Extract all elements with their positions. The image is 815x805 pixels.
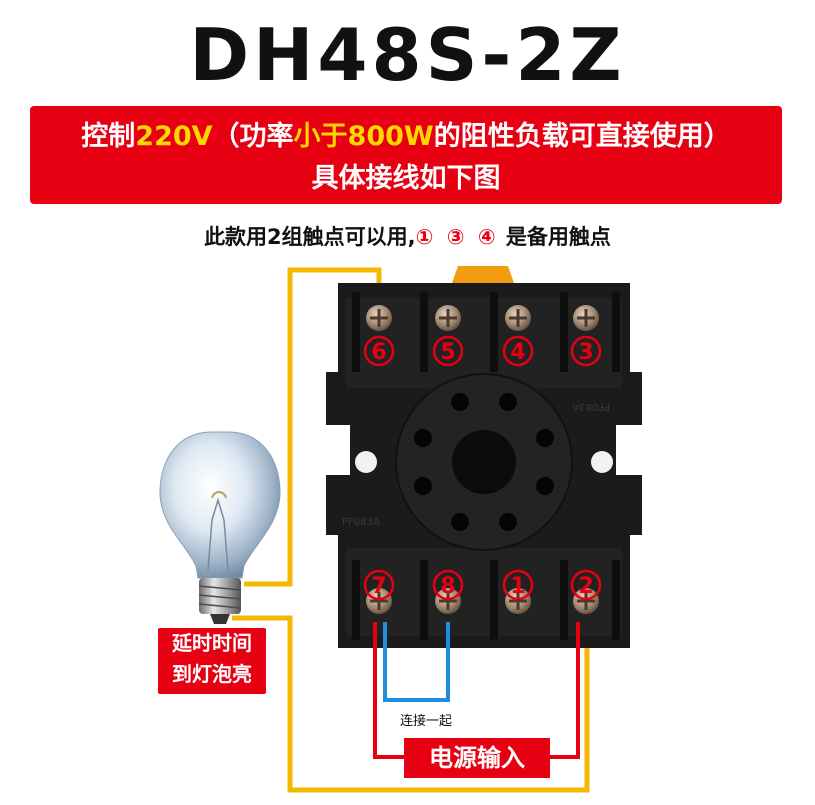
terminal-label-2: 2 [578, 574, 593, 599]
banner-text-control: 控制 [81, 121, 136, 152]
contact-note: 此款用2组触点可以用,① ③ ④ 是备用触点 [0, 222, 815, 252]
bottom-terminal-screws [366, 588, 599, 614]
red-power-wire [373, 622, 580, 759]
contact-note-text: 此款用2组触点可以用, [204, 225, 416, 249]
bridge-label: 连接一起 [399, 714, 452, 729]
screw-terminal-icon [573, 305, 599, 331]
screw-terminal-icon [573, 588, 599, 614]
lamp-delay-label: 延时时间 到灯泡亮 [158, 628, 266, 694]
screw-terminal-icon [366, 588, 392, 614]
terminal-label-4: 4 [510, 340, 525, 365]
screw-terminal-icon [435, 305, 461, 331]
terminal-label-1: 1 [510, 574, 525, 599]
banner-line-2: 具体接线如下图 [311, 163, 501, 194]
svg-text:PF083A: PF083A [572, 401, 610, 412]
screw-terminal-icon [505, 588, 531, 614]
screw-terminal-icon [366, 305, 392, 331]
terminal-label-6: 6 [371, 340, 386, 365]
blue-bridge-wire [383, 622, 450, 702]
terminal-label-7: 7 [371, 574, 386, 599]
screw-terminal-icon [505, 305, 531, 331]
terminal-label-8: 8 [440, 574, 455, 599]
lamp-label-line-2: 到灯泡亮 [172, 662, 252, 686]
socket-latch-tab [452, 266, 514, 283]
bottom-terminal-numbers: 7 8 1 2 [363, 569, 602, 601]
terminal-label-3: 3 [578, 340, 593, 365]
contact-note-suffix: 是备用触点 [498, 225, 611, 249]
banner-text-power: （功率 [212, 121, 294, 152]
info-banner: 控制220V（功率小于800W的阻性负载可直接使用） 具体接线如下图 [30, 106, 782, 204]
banner-power-limit: 小于800W [293, 121, 434, 152]
svg-text:PF083A: PF083A [342, 517, 380, 528]
banner-voltage: 220V [135, 121, 213, 152]
banner-line-1: 控制220V（功率小于800W的阻性负载可直接使用） [30, 120, 782, 154]
top-terminal-screws [366, 305, 599, 331]
top-terminal-numbers: 6 5 4 3 [363, 335, 602, 367]
lamp-label-line-1: 延时时间 [172, 631, 252, 655]
screw-terminal-icon [435, 588, 461, 614]
light-bulb-icon [159, 431, 281, 624]
spare-contacts: ① ③ ④ [415, 225, 499, 249]
product-title: DH48S-2Z [189, 13, 626, 97]
banner-text-load: 的阻性负载可直接使用） [433, 121, 731, 152]
terminal-label-5: 5 [440, 340, 455, 365]
power-input-label: 电源输入 [404, 738, 550, 778]
